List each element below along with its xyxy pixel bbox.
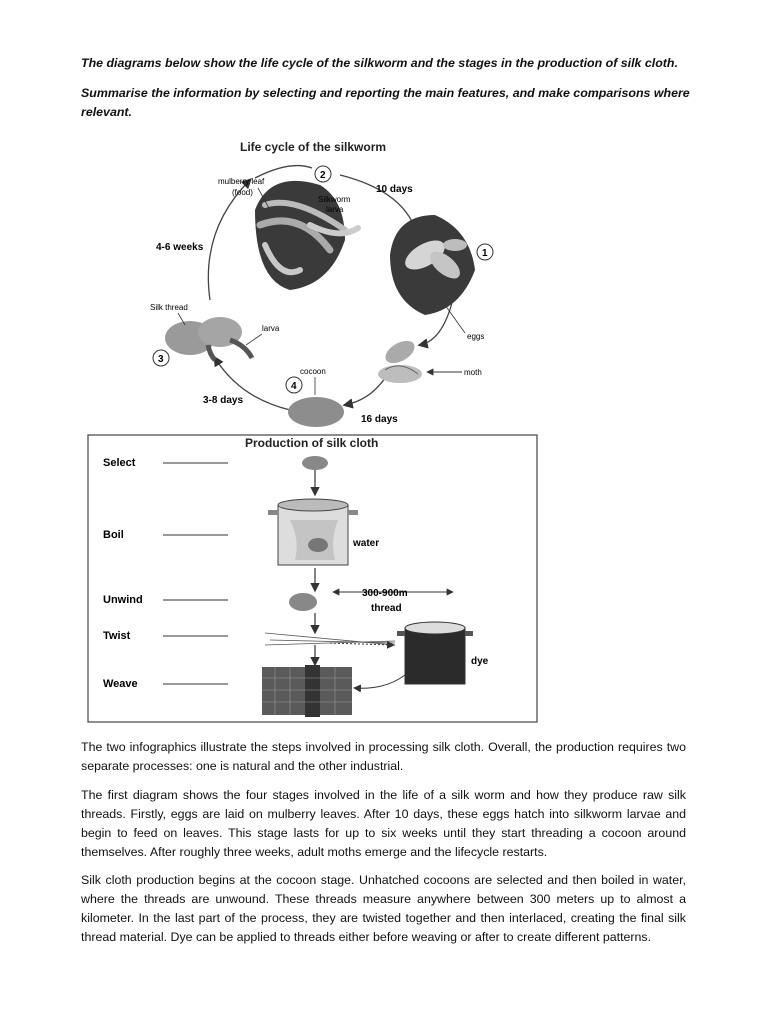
stage-number-4: 4	[285, 376, 303, 394]
stage-number-1: 1	[476, 243, 494, 261]
label-silkworm: Silkworm	[318, 195, 351, 204]
task-line-2: Summarise the information by selecting a…	[81, 86, 690, 100]
dye-pot-illustration	[397, 621, 473, 685]
svg-text:3: 3	[158, 354, 164, 365]
label-thread: thread	[371, 603, 402, 614]
weaving-loom-illustration	[262, 665, 352, 717]
label-larva: larva	[326, 205, 344, 214]
moth-illustration	[378, 340, 422, 383]
label-16-days: 16 days	[361, 414, 398, 425]
step-unwind: Unwind	[103, 594, 143, 606]
select-cocoon-illustration	[302, 456, 328, 470]
task-line-1: The diagrams below show the life cycle o…	[81, 56, 678, 70]
label-silk-thread: Silk thread	[150, 303, 188, 312]
cocoon-illustration	[288, 397, 344, 427]
label-dye: dye	[471, 656, 489, 667]
step-select: Select	[103, 457, 136, 469]
svg-text:2: 2	[320, 170, 326, 181]
cocoon-larva-illustration	[165, 317, 255, 362]
mulberry-leaf-larvae-illustration	[255, 180, 361, 290]
task-line-3: relevant.	[81, 105, 132, 119]
svg-text:4: 4	[291, 381, 297, 392]
production-title: Production of silk cloth	[245, 436, 378, 450]
label-300-900m: 300-900m	[362, 588, 408, 599]
step-twist: Twist	[103, 630, 131, 642]
unwind-cocoon-illustration	[289, 593, 317, 611]
essay-paragraph-2: The first diagram shows the four stages …	[81, 788, 686, 859]
silk-diagram-figure: Life cycle of the silkworm 2 1 3 4 mulbe…	[87, 140, 538, 723]
label-mulberry-leaf: mulberry leaf	[218, 177, 265, 186]
label-3-8-days: 3-8 days	[203, 395, 243, 406]
label-10-days: 10 days	[376, 184, 413, 195]
label-moth: moth	[464, 368, 482, 377]
step-weave: Weave	[103, 678, 138, 690]
leaf-moths-eggs-illustration	[390, 215, 475, 315]
stage-number-3: 3	[152, 349, 170, 367]
label-food: (food)	[232, 188, 253, 197]
production-box	[87, 434, 538, 723]
stage-number-2: 2	[314, 165, 332, 183]
label-cocoon: cocoon	[300, 367, 326, 376]
lifecycle-title: Life cycle of the silkworm	[240, 140, 386, 154]
essay-paragraph-1: The two infographics illustrate the step…	[81, 740, 686, 773]
label-larva-2: larva	[262, 324, 280, 333]
boiling-pot-illustration	[268, 498, 358, 566]
step-boil: Boil	[103, 529, 124, 541]
label-eggs: eggs	[467, 332, 484, 341]
svg-text:1: 1	[482, 248, 488, 259]
label-water: water	[352, 538, 379, 549]
essay-paragraph-3: Silk cloth production begins at the coco…	[81, 873, 686, 944]
label-4-6-weeks: 4-6 weeks	[156, 242, 204, 253]
